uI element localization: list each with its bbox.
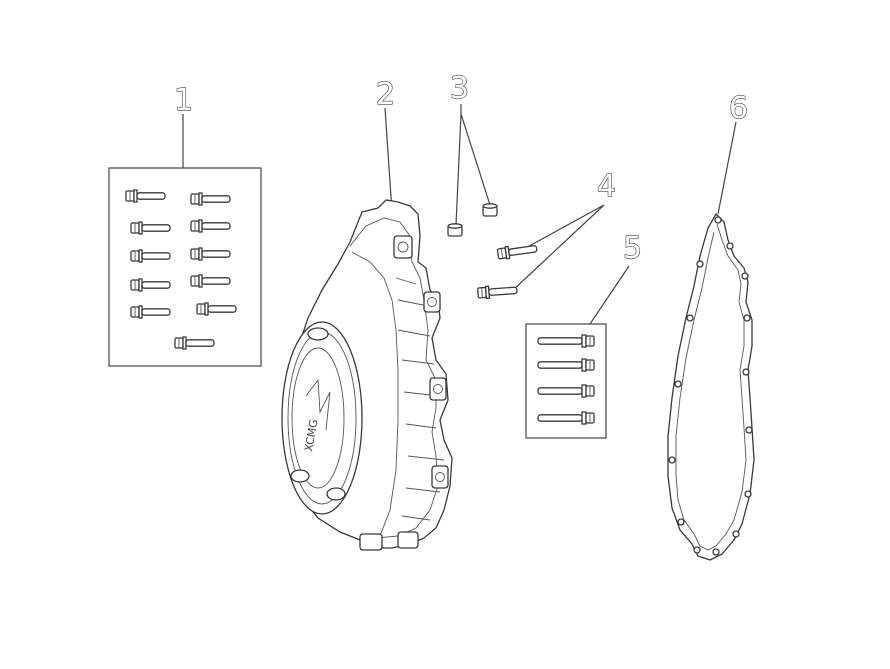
bolt-set-box — [108, 167, 262, 367]
long-bolt-box — [525, 323, 607, 439]
callout-label-2: 2 — [376, 77, 395, 112]
callout-label-3: 3 — [450, 71, 469, 106]
leader-line-3b — [460, 113, 491, 206]
gasket-bolt-holes — [668, 216, 753, 556]
leader-line-6 — [717, 121, 737, 215]
bolts-group-5 — [537, 334, 595, 425]
dowel-pin — [447, 223, 463, 237]
bolts-group-1 — [125, 189, 237, 350]
part-6-cover-gasket: 6 — [667, 90, 755, 561]
callout-label-1: 1 — [174, 83, 193, 118]
leader-line-4a — [521, 204, 605, 251]
leader-line-4b — [511, 204, 605, 292]
cover-logo-text: XCMG — [302, 418, 320, 452]
callout-label-4: 4 — [597, 169, 616, 204]
part-4-bolts: 4 — [476, 168, 617, 300]
leader-line-3a — [455, 113, 462, 226]
part-1-bolt-set: 1 — [108, 82, 262, 367]
leader-line-5 — [589, 265, 630, 325]
bolts-group-4 — [476, 241, 539, 300]
dowel-pin — [482, 203, 498, 217]
leader-line-2 — [384, 107, 393, 213]
part-5-long-bolt-set: 5 — [525, 230, 643, 439]
callout-label-5: 5 — [623, 231, 642, 266]
part-3-dowel-pins: 3 — [447, 70, 498, 237]
callout-label-6: 6 — [729, 91, 748, 126]
part-2-generator-cover: 2 XCMG — [281, 76, 453, 551]
